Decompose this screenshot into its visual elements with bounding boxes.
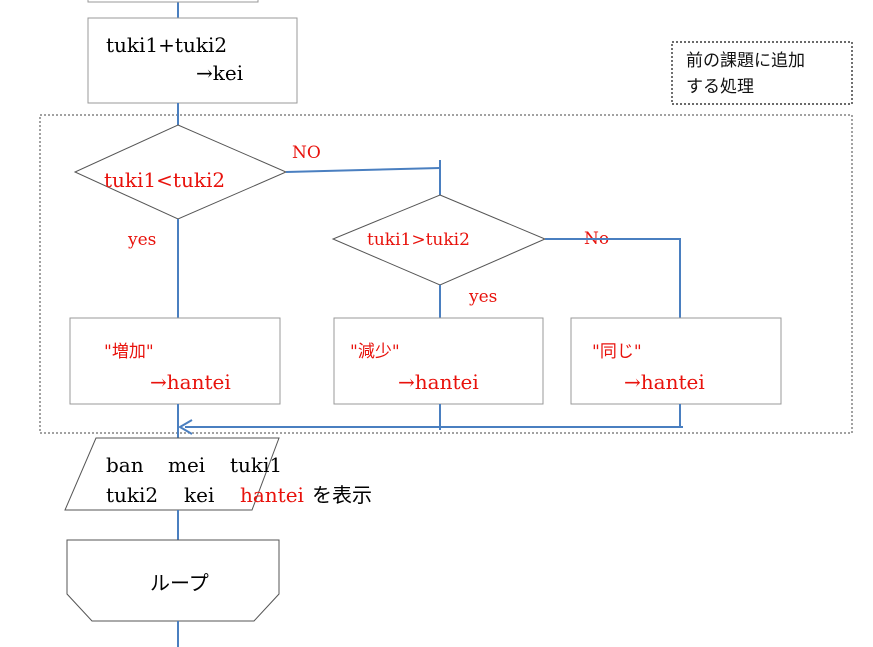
connector-decision1-no xyxy=(285,167,441,173)
assign-increase-value: "増加" xyxy=(104,342,154,362)
output-word-tuki1: tuki1 xyxy=(230,453,282,477)
note-line2: する処理 xyxy=(686,77,754,97)
note-box xyxy=(671,41,853,105)
assign-box-same xyxy=(570,317,782,405)
output-word-mei: mei xyxy=(168,453,205,477)
note-line1: 前の課題に追加 xyxy=(686,51,805,71)
added-process-frame xyxy=(39,114,853,434)
output-parallelogram xyxy=(64,437,280,511)
connector-decision2-no xyxy=(545,238,681,318)
decision2-condition: tuki1>tuki2 xyxy=(367,230,470,250)
process-line2: →kei xyxy=(196,61,243,85)
output-word-tuki2: tuki2 xyxy=(106,483,158,507)
assign-decrease-value: "減少" xyxy=(350,342,400,362)
loop-label: ループ xyxy=(150,571,209,595)
output-word-ban: ban xyxy=(106,453,144,477)
assign-box-increase xyxy=(69,317,281,405)
assign-same-target: →hantei xyxy=(624,370,705,394)
output-highlight-hantei: hantei xyxy=(240,483,304,507)
assign-increase-target: →hantei xyxy=(150,370,231,394)
assign-box-decrease xyxy=(333,317,544,405)
previous-step-box xyxy=(87,0,259,3)
decision1-condition: tuki1<tuki2 xyxy=(104,168,225,192)
decision2-yes-label: yes xyxy=(468,287,497,307)
process-box-sum xyxy=(87,17,298,104)
process-line1: tuki1+tuki2 xyxy=(106,33,227,57)
assign-same-value: "同じ" xyxy=(592,342,642,362)
assign-decrease-target: →hantei xyxy=(398,370,479,394)
decision1-yes-label: yes xyxy=(127,230,156,250)
merge-arrowhead xyxy=(178,419,193,435)
decision1-no-label: NO xyxy=(292,143,321,163)
loop-end-shape xyxy=(66,539,280,622)
output-word-kei: kei xyxy=(184,483,214,507)
output-suffix: を表示 xyxy=(312,483,372,507)
